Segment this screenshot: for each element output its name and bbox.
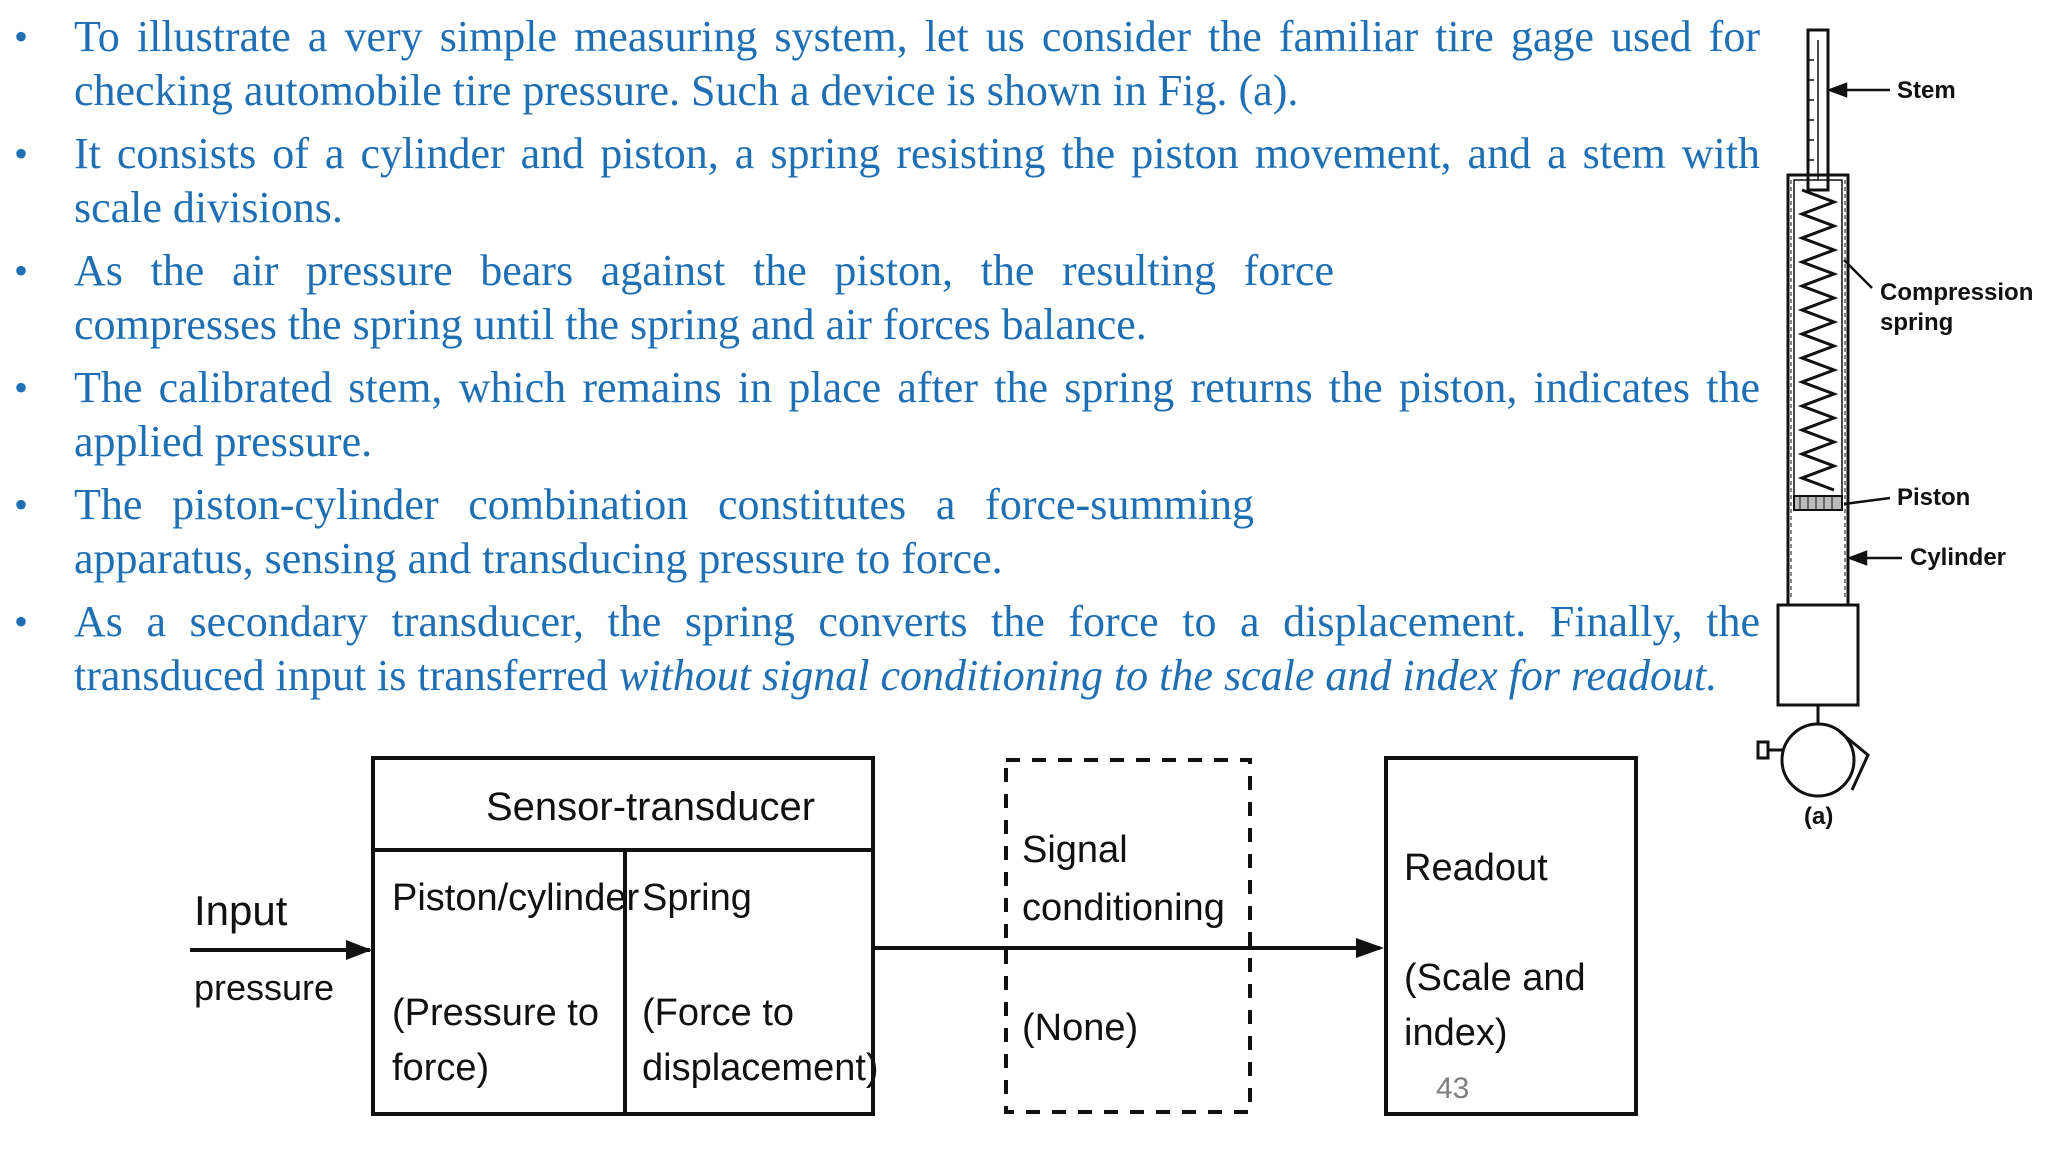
spring-leader	[1843, 259, 1873, 289]
readout-desc-line1: (Scale and	[1404, 957, 1586, 999]
bullet-text: The piston-cylinder combination constitu…	[74, 480, 1254, 583]
cylinder-label: Cylinder	[1910, 544, 2006, 571]
spring-label-line1: Compression	[1880, 279, 2033, 306]
piston-cylinder-desc-line2: force)	[392, 1047, 489, 1089]
compression-spring	[1797, 188, 1839, 492]
transfer-arrowhead	[1356, 938, 1384, 958]
sensor-transducer-title: Sensor-transducer	[486, 785, 815, 829]
gauge-handle	[1756, 603, 1870, 798]
spring-label-line2: spring	[1880, 309, 1953, 336]
bullet-text: The calibrated stem, which remains in pl…	[74, 363, 1760, 466]
signal-conditioning-title-line2: conditioning	[1022, 887, 1225, 929]
tire-gauge-figure: Stem Compression spring Piston Cylinder …	[1756, 28, 2033, 830]
cylinder	[1786, 173, 1850, 607]
readout-desc-line2: index)	[1404, 1012, 1508, 1054]
bullet-marker: •	[14, 248, 29, 293]
input-label-line2: pressure	[194, 967, 334, 1008]
bullet-item: • To illustrate a very simple measuring s…	[0, 10, 1760, 118]
signal-conditioning-desc: (None)	[1022, 1007, 1138, 1049]
spring-title: Spring	[642, 877, 752, 919]
input-arrowhead	[346, 940, 372, 960]
bullet-marker: •	[14, 482, 29, 527]
block-diagram: Input pressure Sensor-transducer Piston/…	[190, 756, 1638, 1116]
bullet-text: As the air pressure bears against the pi…	[74, 246, 1334, 349]
piston-cylinder-desc-line1: (Pressure to	[392, 992, 599, 1034]
bullet-text: It consists of a cylinder and piston, a …	[74, 129, 1760, 232]
bullet-item: • As the air pressure bears against the p…	[0, 244, 1334, 352]
spring-desc-line2: displacement)	[642, 1047, 879, 1089]
piston	[1793, 495, 1843, 511]
readout-title: Readout	[1404, 847, 1548, 889]
stem-label: Stem	[1897, 77, 1956, 104]
readout-block	[1384, 756, 1638, 1116]
input-label-line1: Input	[194, 887, 288, 934]
bullet-item: • As a secondary transducer, the spring c…	[0, 595, 1760, 703]
bullet-item: • It consists of a cylinder and piston, a…	[0, 127, 1760, 235]
figure-caption: (a)	[1804, 803, 1833, 830]
bullet-marker: •	[14, 365, 29, 410]
bullet-text: As a secondary transducer, the spring co…	[74, 597, 1760, 700]
sensor-transducer-block	[371, 756, 875, 1116]
bullet-item: • The calibrated stem, which remains in p…	[0, 361, 1760, 469]
bullet-text: To illustrate a very simple measuring sy…	[74, 12, 1760, 115]
stem	[1806, 28, 1830, 192]
bullet-italic-text: without signal conditioning to the scale…	[618, 651, 1718, 700]
piston-cylinder-title: Piston/cylinder	[392, 877, 639, 919]
signal-conditioning-block	[1004, 758, 1252, 1114]
bullet-marker: •	[14, 131, 29, 176]
bullet-marker: •	[14, 599, 29, 644]
spring-desc-line1: (Force to	[642, 992, 794, 1034]
bullet-item: • The piston-cylinder combination constit…	[0, 478, 1254, 586]
piston-label: Piston	[1897, 484, 1970, 511]
bullet-list: • To illustrate a very simple measuring s…	[0, 10, 1760, 712]
cylinder-arrowhead	[1846, 550, 1868, 566]
bullet-marker: •	[14, 14, 29, 59]
signal-conditioning-title-line1: Signal	[1022, 829, 1128, 871]
piston-leader	[1843, 496, 1891, 506]
stem-arrowhead	[1826, 82, 1848, 98]
page-number: 43	[1436, 1072, 1470, 1105]
